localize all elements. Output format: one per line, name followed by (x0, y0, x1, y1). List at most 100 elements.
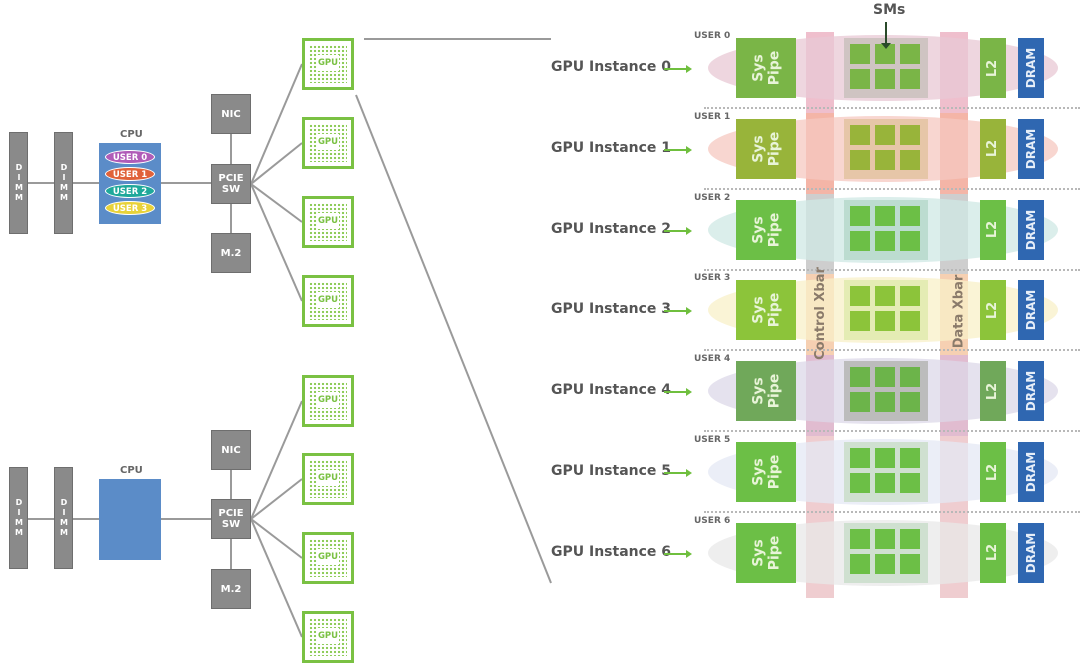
user-tag: USER 1 (694, 111, 731, 122)
partition-divider (704, 268, 1080, 271)
dram-block: DRAM (1018, 38, 1044, 98)
sm-block (875, 392, 895, 413)
l2-block: L2 (980, 38, 1006, 98)
gpu-instance-label: GPU Instance 0 (551, 59, 672, 75)
zoom-line-bottom (355, 94, 552, 584)
sm-grid (844, 361, 928, 422)
sm-block (850, 528, 870, 549)
l2-block: L2 (980, 522, 1006, 583)
dram-block: DRAM (1018, 442, 1044, 502)
l2-block: L2 (980, 118, 1006, 179)
sm-block (875, 205, 895, 226)
user-tag: USER 0 (694, 31, 731, 41)
sm-block (850, 473, 870, 493)
gpu-chip: GPU (302, 196, 354, 248)
pcie-gpu-link (250, 518, 303, 638)
sm-block (900, 124, 920, 145)
sm-grid (844, 199, 928, 260)
arrow-right-icon (664, 145, 692, 154)
sm-block (900, 205, 920, 226)
partition-divider (704, 511, 1080, 513)
gpu-instance-label: GPU Instance 5 (551, 463, 672, 479)
sm-block (900, 286, 920, 307)
cpu-label: CPU (120, 465, 143, 476)
pcie-gpu-link (250, 183, 303, 223)
sm-block (850, 69, 870, 89)
sms-label: SMs (873, 2, 906, 18)
dram-block: DRAM (1018, 522, 1044, 583)
gpu-instance-label: GPU Instance 6 (551, 543, 672, 560)
dimm-module: DIMM (54, 467, 73, 569)
gpu-chip: GPU (302, 275, 354, 327)
sm-block (900, 448, 920, 468)
pcie-gpu-link (250, 63, 303, 185)
user-tag: USER 3 (694, 273, 731, 284)
sm-block (900, 553, 920, 574)
sm-block (875, 553, 895, 574)
sm-block (850, 149, 870, 170)
gpu-chip: GPU (302, 611, 354, 663)
sm-block (875, 230, 895, 251)
sm-block (900, 528, 920, 549)
sm-block (900, 149, 920, 170)
dimm-module: DIMM (9, 467, 28, 569)
user-tag: USER 5 (694, 435, 731, 445)
user-tag: USER 6 (694, 515, 731, 526)
sm-grid (844, 280, 928, 341)
sm-block (850, 311, 870, 332)
arrow-right-icon (664, 65, 692, 73)
gpu-chip: GPU (302, 38, 354, 90)
gpu-chip: GPU (302, 453, 354, 505)
data-xbar-label: Data Xbar (951, 274, 967, 349)
arrow-right-icon (664, 226, 692, 235)
sm-block (875, 69, 895, 89)
sm-block (850, 286, 870, 307)
sm-block (900, 392, 920, 413)
sm-block (875, 149, 895, 170)
l2-block: L2 (980, 280, 1006, 341)
cpu-user-2: USER 2 (105, 184, 155, 198)
user-tag: USER 2 (694, 192, 731, 203)
pcie-gpu-link (250, 142, 303, 185)
nic-block: NIC (211, 94, 251, 134)
sm-grid (844, 522, 928, 583)
sm-block (850, 367, 870, 388)
sm-block (875, 448, 895, 468)
m2-block: M.2 (211, 233, 251, 273)
sm-block (850, 553, 870, 574)
control-xbar-label: Control Xbar (812, 267, 828, 360)
dram-block: DRAM (1018, 280, 1044, 341)
sm-block (850, 205, 870, 226)
dram-block: DRAM (1018, 361, 1044, 422)
user-tag: USER 4 (694, 354, 731, 365)
arrow-right-icon (664, 388, 692, 397)
dimm-module: DIMM (54, 132, 73, 234)
sm-block (875, 528, 895, 549)
sm-block (900, 367, 920, 388)
cpu-block: USER 0 USER 1 USER 2 USER 3 (99, 143, 161, 224)
cpu-user-0: USER 0 (105, 150, 155, 164)
sms-arrow-icon (881, 22, 891, 49)
l2-block: L2 (980, 199, 1006, 260)
sm-block (850, 392, 870, 413)
cpu-block (99, 479, 161, 560)
m2-block: M.2 (211, 569, 251, 609)
cpu-label: CPU (120, 129, 143, 140)
sm-block (875, 44, 895, 64)
gpu-chip: GPU (302, 117, 354, 169)
cpu-user-1: USER 1 (105, 167, 155, 181)
pcie-switch-block: PCIE SW (211, 499, 251, 539)
sm-block (875, 286, 895, 307)
gpu-instance-label: GPU Instance 2 (551, 220, 672, 237)
